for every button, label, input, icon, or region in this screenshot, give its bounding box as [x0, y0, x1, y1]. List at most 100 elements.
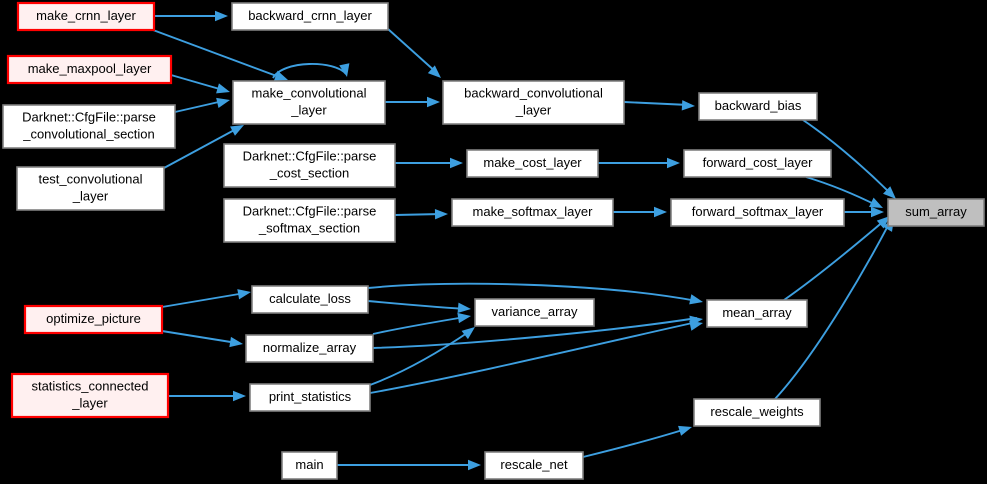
node-backward_bias[interactable]: backward_bias	[698, 92, 818, 121]
node-print_statistics[interactable]: print_statistics	[249, 383, 371, 412]
node-calculate_loss[interactable]: calculate_loss	[251, 285, 369, 314]
edge-normalize_array-to-mean_array	[372, 317, 698, 349]
edge-optimize_picture-to-normalize_array	[161, 330, 238, 344]
node-box-parse_convolutional_section[interactable]	[2, 104, 176, 149]
edge-parse_convolutional_section-to-make_convolutional_layer	[174, 100, 224, 113]
node-forward_cost_layer[interactable]: forward_cost_layer	[683, 149, 832, 178]
arrowhead	[457, 302, 471, 314]
edge-backward_bias-to-sum_array	[802, 119, 893, 196]
edge-print_statistics-to-mean_array	[369, 321, 698, 394]
edge-mean_array-to-sum_array	[783, 219, 886, 301]
edge-calculate_loss-to-mean_array	[367, 282, 698, 302]
arrowhead	[216, 97, 230, 108]
edge-backward_convolutional_layer-to-backward_bias	[623, 101, 690, 106]
arrowhead	[876, 216, 890, 229]
edge-make_convolutional_layer-to-make_convolutional_layer	[272, 63, 347, 79]
node-parse_cost_section[interactable]: Darknet::CfgFile::parse_cost_section	[223, 143, 396, 188]
arrowhead	[461, 327, 475, 340]
arrowhead	[883, 186, 896, 199]
node-make_maxpool_layer[interactable]: make_maxpool_layer	[6, 54, 173, 85]
node-box-rescale_net[interactable]	[484, 451, 584, 480]
node-normalize_array[interactable]: normalize_array	[245, 334, 374, 363]
node-box-make_convolutional_layer[interactable]	[232, 80, 386, 125]
arrowhead	[434, 209, 448, 220]
arrowhead	[871, 206, 884, 218]
node-box-forward_cost_layer[interactable]	[683, 149, 832, 178]
node-box-normalize_array[interactable]	[245, 334, 374, 363]
edge-print_statistics-to-variance_array	[369, 330, 471, 386]
arrowhead	[427, 65, 441, 78]
arrowhead	[689, 320, 703, 331]
node-sum_array[interactable]: sum_array	[887, 198, 985, 227]
node-statistics_connected_layer[interactable]: statistics_connected_layer	[10, 372, 170, 419]
arrowhead	[230, 125, 244, 136]
arrowhead	[427, 96, 440, 108]
arrowhead	[457, 312, 471, 324]
edge-parse_softmax_section-to-make_softmax_layer	[394, 213, 443, 216]
node-rescale_net[interactable]: rescale_net	[484, 451, 584, 480]
arrowhead	[215, 10, 228, 22]
arrowhead	[869, 197, 883, 208]
node-box-statistics_connected_layer[interactable]	[10, 372, 170, 419]
node-box-main[interactable]	[281, 451, 338, 480]
node-box-backward_convolutional_layer[interactable]	[442, 80, 625, 125]
node-box-parse_softmax_section[interactable]	[223, 198, 396, 243]
arrowhead	[339, 63, 350, 77]
node-box-forward_softmax_layer[interactable]	[670, 198, 845, 227]
node-box-mean_array[interactable]	[706, 299, 808, 328]
node-box-calculate_loss[interactable]	[251, 285, 369, 314]
node-test_convolutional_layer[interactable]: test_convolutional_layer	[16, 166, 165, 211]
arrowhead	[654, 206, 667, 218]
edge-test_convolutional_layer-to-make_convolutional_layer	[163, 127, 239, 169]
node-box-backward_crnn_layer[interactable]	[231, 2, 389, 31]
node-parse_softmax_section[interactable]: Darknet::CfgFile::parse_softmax_section	[223, 198, 396, 243]
node-box-backward_bias[interactable]	[698, 92, 818, 121]
node-mean_array[interactable]: mean_array	[706, 299, 808, 328]
arrowhead	[667, 157, 680, 169]
node-backward_crnn_layer[interactable]: backward_crnn_layer	[231, 2, 389, 31]
arrowhead	[468, 459, 481, 471]
node-make_softmax_layer[interactable]: make_softmax_layer	[451, 198, 614, 227]
node-box-test_convolutional_layer[interactable]	[16, 166, 165, 211]
node-make_crnn_layer[interactable]: make_crnn_layer	[16, 1, 156, 32]
edge-normalize_array-to-variance_array	[372, 316, 466, 335]
node-variance_array[interactable]: variance_array	[474, 298, 595, 327]
node-make_cost_layer[interactable]: make_cost_layer	[466, 149, 599, 178]
node-rescale_weights[interactable]: rescale_weights	[693, 398, 821, 427]
node-box-make_softmax_layer[interactable]	[451, 198, 614, 227]
node-make_convolutional_layer[interactable]: make_convolutional_layer	[232, 80, 386, 125]
edge-rescale_net-to-rescale_weights	[582, 428, 687, 458]
node-box-sum_array[interactable]	[887, 198, 985, 227]
arrowhead	[233, 390, 246, 402]
edge-calculate_loss-to-variance_array	[367, 300, 466, 310]
node-box-parse_cost_section[interactable]	[223, 143, 396, 188]
edge-rescale_weights-to-sum_array	[774, 221, 891, 400]
node-box-make_maxpool_layer[interactable]	[6, 54, 173, 85]
node-parse_convolutional_section[interactable]: Darknet::CfgFile::parse_convolutional_se…	[2, 104, 176, 149]
node-optimize_picture[interactable]: optimize_picture	[23, 304, 164, 335]
node-box-make_crnn_layer[interactable]	[16, 1, 156, 32]
node-box-optimize_picture[interactable]	[23, 304, 164, 335]
arrowhead	[450, 157, 463, 169]
node-box-make_cost_layer[interactable]	[466, 149, 599, 178]
arrowhead	[678, 425, 692, 436]
arrowheads-layer	[215, 10, 896, 471]
arrowhead	[274, 70, 288, 81]
arrowhead	[216, 83, 230, 94]
node-box-print_statistics[interactable]	[249, 383, 371, 412]
arrowhead	[237, 289, 251, 300]
node-main[interactable]: main	[281, 451, 338, 480]
arrowhead	[689, 294, 703, 305]
arrowhead	[681, 100, 695, 111]
edge-make_maxpool_layer-to-make_convolutional_layer	[170, 74, 224, 91]
node-backward_convolutional_layer[interactable]: backward_convolutional_layer	[442, 80, 625, 125]
node-box-variance_array[interactable]	[474, 298, 595, 327]
node-box-rescale_weights[interactable]	[693, 398, 821, 427]
arrowhead	[229, 336, 243, 348]
edge-make_crnn_layer-to-make_convolutional_layer	[152, 29, 283, 79]
edge-optimize_picture-to-calculate_loss	[161, 292, 246, 308]
node-forward_softmax_layer[interactable]: forward_softmax_layer	[670, 198, 845, 227]
